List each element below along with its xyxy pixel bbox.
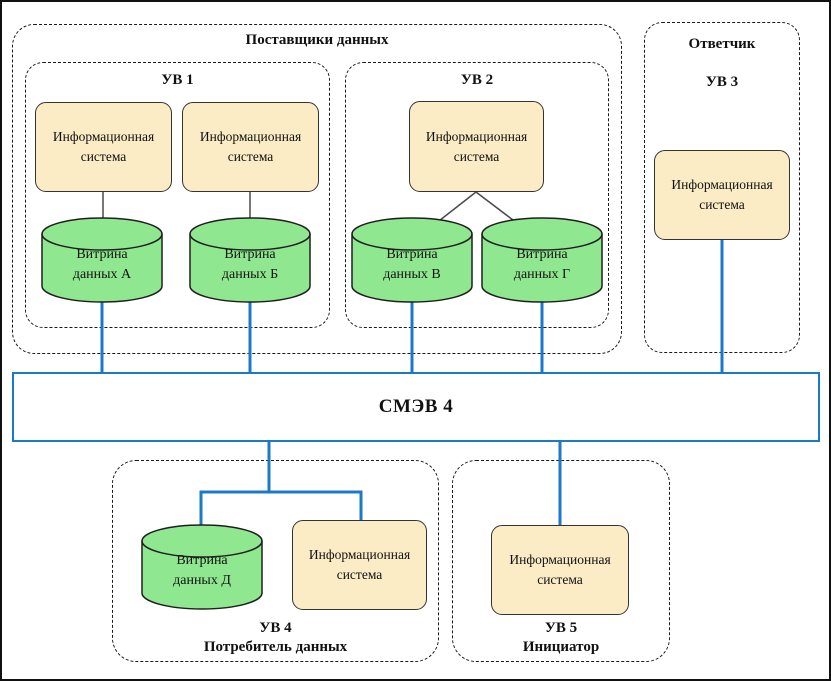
information-system-uv4: Информационная система (292, 520, 427, 610)
data-providers-label: Поставщики данных (245, 32, 389, 48)
group-uv1: УВ 1 (25, 62, 330, 328)
smev4-bus-label: СМЭВ 4 (378, 396, 454, 417)
datamart-a-label: Витрина данных А (72, 247, 132, 282)
information-system-uv2-label: Информационная система (425, 128, 528, 164)
information-system-uv3-label: Информационная система (671, 177, 773, 212)
initiator-role-label: Инициатор (522, 639, 600, 655)
datamart-d-label: Витрина данных Д (173, 553, 231, 588)
uv4-labels: УВ 4 Потребитель данных (113, 619, 438, 657)
uv5-labels: УВ 5 Инициатор (453, 619, 669, 657)
group-uv5-initiator: УВ 5 Инициатор (452, 460, 670, 662)
group-uv4-consumer: УВ 4 Потребитель данных (112, 460, 439, 662)
information-system-uv2: Информационная система (409, 101, 544, 192)
information-system-uv1-2-label: Информационная система (199, 129, 302, 164)
datamart-g-label: Витрина данных Г (513, 247, 571, 282)
uv2-label: УВ 2 (460, 72, 494, 88)
consumer-role-label: Потребитель данных (203, 639, 348, 655)
group-data-providers: Поставщики данных (12, 24, 622, 354)
information-system-uv1-1-label: Информационная система (52, 129, 155, 164)
uv3-label: УВ 3 (705, 74, 739, 90)
information-system-uv3: Информационная система (654, 150, 790, 240)
group-uv2: УВ 2 (345, 62, 609, 328)
information-system-uv4-label: Информационная система (308, 547, 411, 582)
information-system-uv5: Информационная система (491, 525, 629, 615)
information-system-uv1-2: Информационная система (182, 102, 319, 192)
uv4-label: УВ 4 (259, 620, 292, 636)
responder-label: Ответчик (688, 36, 756, 52)
information-system-uv1-1: Информационная система (35, 102, 172, 192)
uv1-label: УВ 1 (161, 72, 194, 88)
information-system-uv5-label: Информационная система (509, 552, 611, 587)
uv5-label: УВ 5 (544, 620, 578, 636)
datamart-b-label: Витрина данных Б (221, 247, 279, 282)
datamart-v-label: Витрина данных В (383, 247, 441, 282)
smev4-bus: СМЭВ 4 (12, 372, 820, 442)
